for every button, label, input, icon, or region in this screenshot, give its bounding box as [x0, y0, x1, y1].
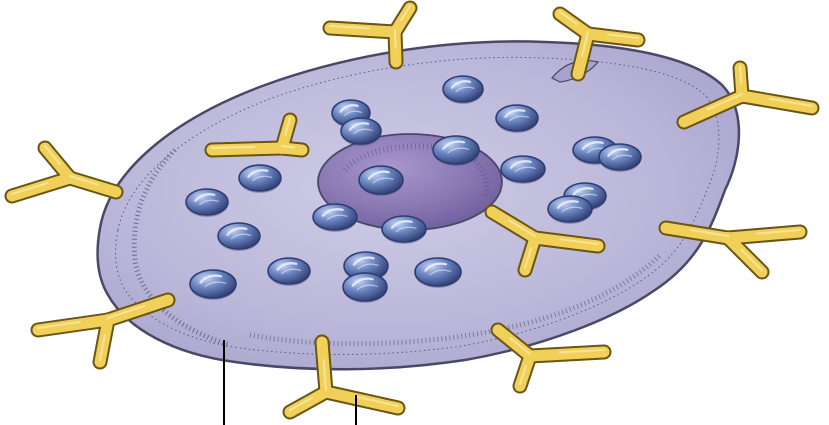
granule	[433, 136, 479, 166]
granule	[548, 196, 592, 224]
granule	[501, 156, 545, 184]
granule	[343, 273, 387, 303]
granule	[268, 258, 310, 286]
granule	[313, 204, 357, 232]
granule	[359, 166, 403, 196]
granule	[415, 258, 461, 288]
granule	[218, 223, 260, 251]
granule	[186, 189, 228, 217]
y-shaped-antibody	[330, 6, 410, 62]
granule	[443, 76, 483, 104]
granule	[190, 270, 236, 300]
granule	[496, 105, 538, 133]
granule	[341, 118, 381, 146]
granule	[382, 216, 426, 244]
granule	[599, 144, 641, 172]
granule	[239, 165, 281, 193]
y-shaped-antibody	[12, 146, 116, 196]
